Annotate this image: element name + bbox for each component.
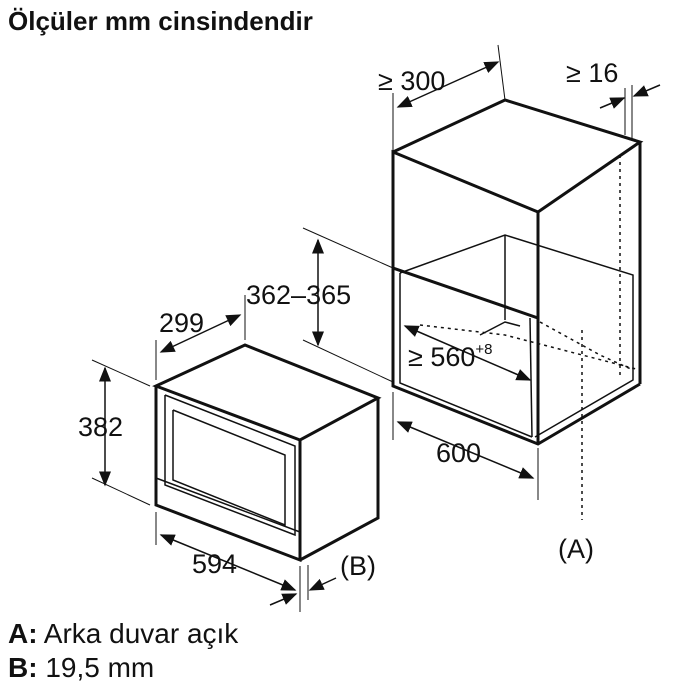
dim-niche-depth: 600: [436, 438, 481, 468]
label-b: (B): [340, 551, 376, 581]
legend-a-key: A:: [8, 618, 38, 649]
cabinet-drawing: [391, 98, 644, 520]
legend-b: B: 19,5 mm: [8, 652, 154, 684]
page-title: Ölçüler mm cinsindendir: [8, 6, 313, 36]
legend-b-key: B:: [8, 652, 38, 683]
legend-a: A: Arka duvar açık: [8, 618, 238, 650]
dim-device-depth: 299: [159, 308, 204, 338]
label-a: (A): [558, 534, 594, 564]
device-drawing: [152, 343, 382, 563]
dim-device-height: 382: [78, 412, 123, 442]
dim-cabinet-depth: ≥ 300: [378, 66, 445, 96]
dim-niche-width: ≥ 560+8: [408, 341, 492, 372]
legend-b-text: 19,5 mm: [37, 652, 155, 683]
dim-niche-height: 362–365: [246, 280, 351, 310]
legend-a-text: Arka duvar açık: [37, 618, 239, 649]
dim-device-width: 594: [192, 549, 237, 579]
dim-cabinet-gap: ≥ 16: [566, 58, 618, 88]
